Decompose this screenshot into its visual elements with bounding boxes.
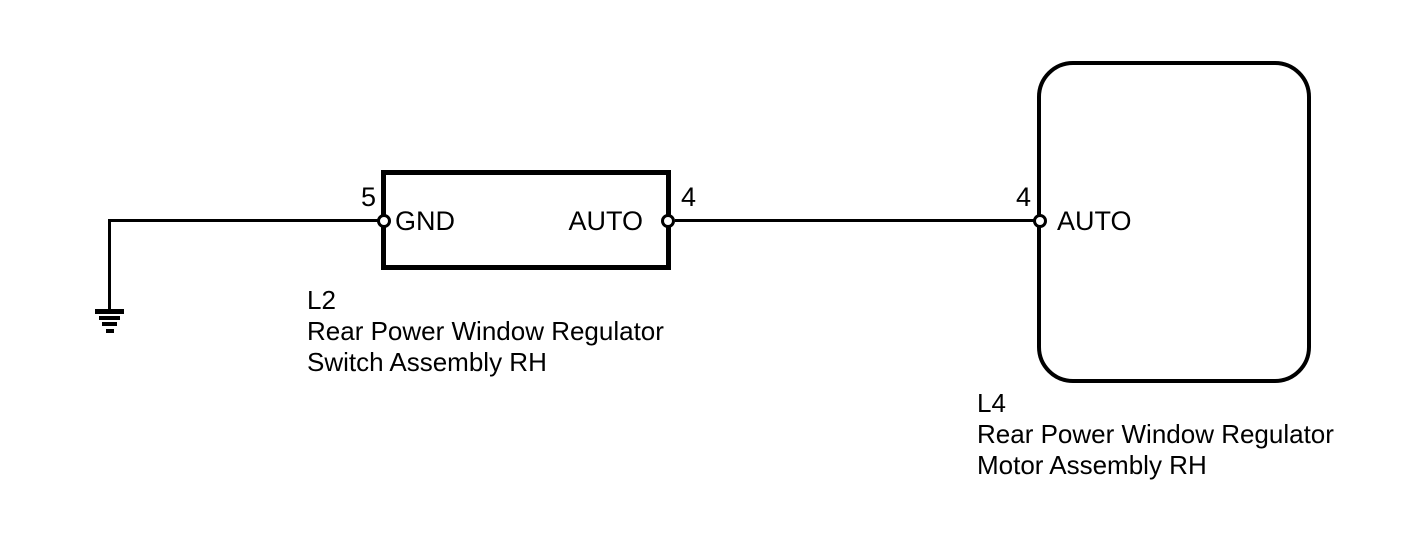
ground-stem-line <box>108 219 111 311</box>
motor-assembly-name-line2: Motor Assembly RH <box>977 450 1207 480</box>
ground-bar-2 <box>99 316 120 320</box>
switch-auto-pin-label: AUTO <box>568 206 643 236</box>
ground-bar-4 <box>106 329 114 333</box>
switch-assembly-name-line1: Rear Power Window Regulator <box>307 316 664 346</box>
switch-gnd-pin-terminal <box>377 214 391 228</box>
motor-auto-pin-number: 4 <box>1015 182 1031 212</box>
ground-bar-3 <box>102 322 117 326</box>
switch-auto-pin-terminal <box>661 214 675 228</box>
wire-ground-to-switch-gnd <box>108 219 378 222</box>
motor-assembly-id: L4 <box>977 388 1006 418</box>
switch-assembly-id: L2 <box>307 285 336 315</box>
motor-assembly-caption: L4 Rear Power Window Regulator Motor Ass… <box>977 388 1334 481</box>
ground-bar-1 <box>95 309 124 314</box>
switch-gnd-pin-label: GND <box>395 206 455 236</box>
motor-auto-pin-label: AUTO <box>1057 206 1132 236</box>
switch-auto-pin-number: 4 <box>681 182 697 212</box>
motor-auto-pin-terminal <box>1033 214 1047 228</box>
switch-gnd-pin-number: 5 <box>360 182 376 212</box>
wire-switch-auto-to-motor-auto <box>675 219 1035 222</box>
switch-assembly-caption: L2 Rear Power Window Regulator Switch As… <box>307 285 664 378</box>
motor-assembly-name-line1: Rear Power Window Regulator <box>977 419 1334 449</box>
switch-assembly-name-line2: Switch Assembly RH <box>307 347 547 377</box>
